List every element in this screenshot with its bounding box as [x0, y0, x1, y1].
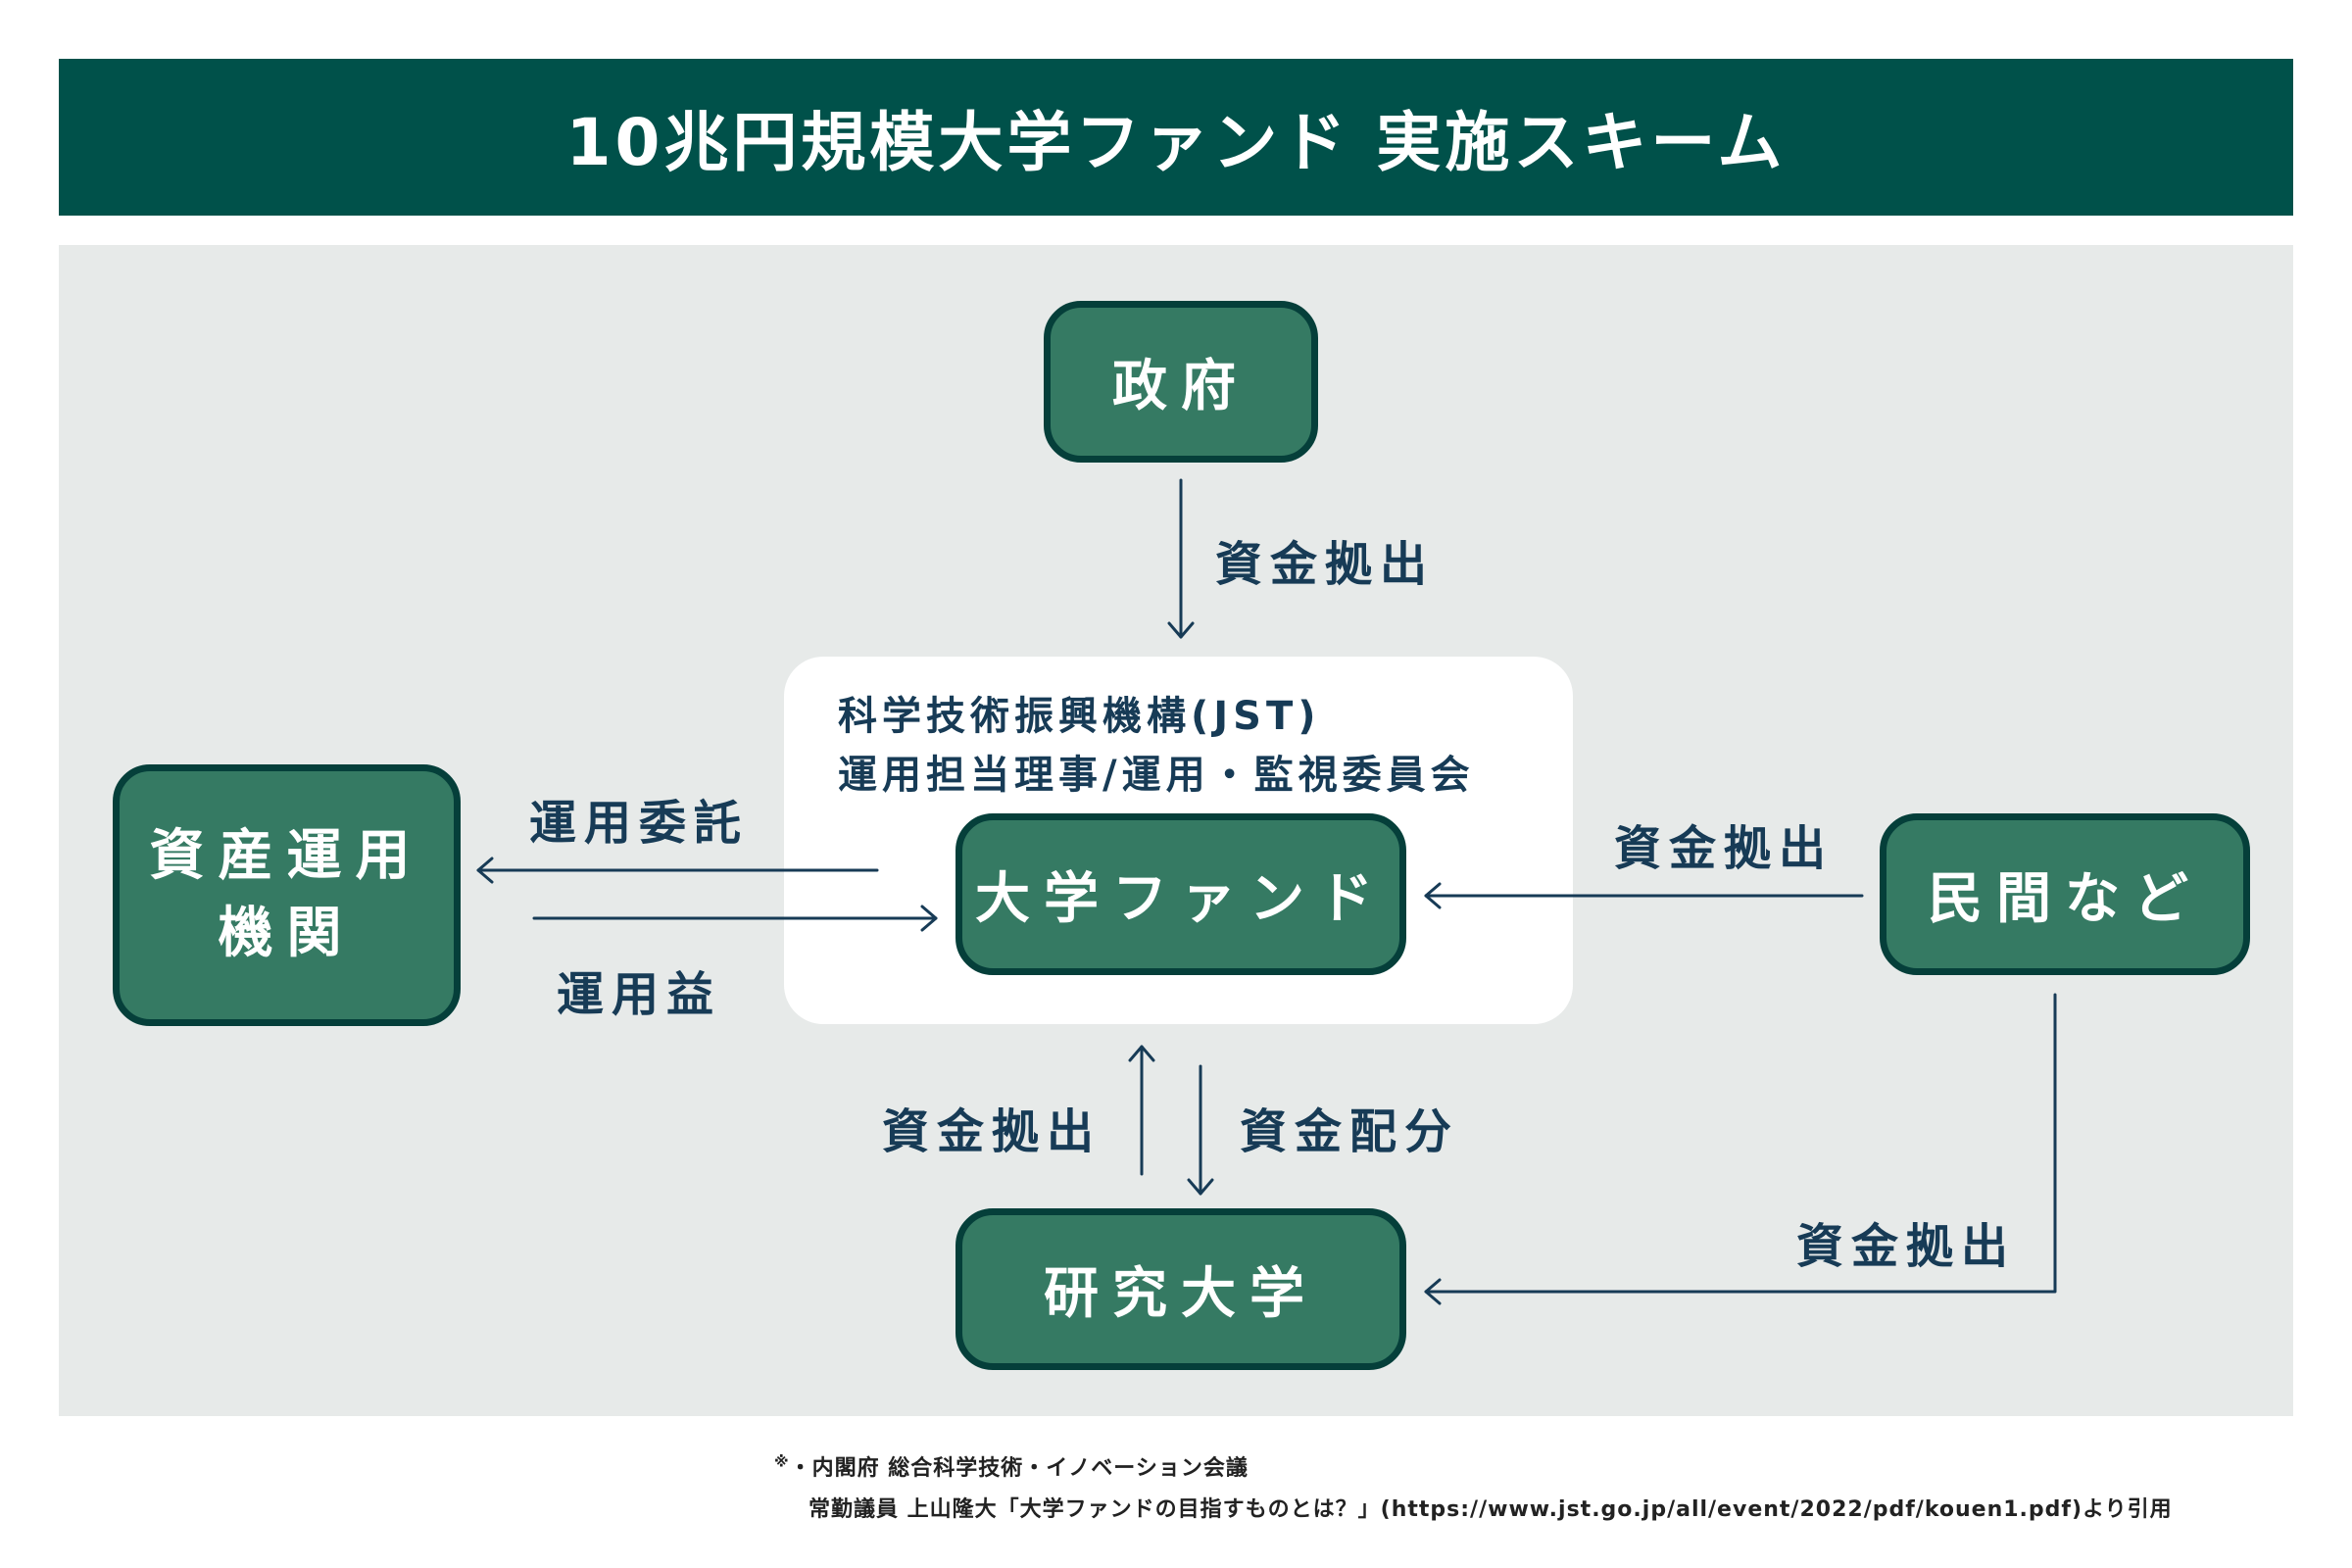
arrow-university-to-fund [1128, 1045, 1155, 1176]
arrow-asset-to-fund [532, 905, 938, 932]
jst-title: 科学技術振興機構(JST) [838, 694, 1321, 739]
footnote-line-2: 常勤議員 上山隆大「大学ファンドの目指すものとは？」(https://www.j… [808, 1497, 2173, 1522]
node-university-fund: 大学ファンド [956, 813, 1406, 975]
label-asset-to-fund: 運用益 [557, 967, 722, 1022]
footnote-line-1: ※・内閣府 総合科学技術・イノベーション会議 [774, 1452, 1249, 1481]
arrow-fund-to-university [1187, 1064, 1214, 1196]
arrow-private-to-fund [1424, 882, 1864, 909]
label-fund-to-university: 資金配分 [1240, 1104, 1460, 1159]
label-university-to-fund: 資金拠出 [882, 1104, 1102, 1159]
page-title: 10兆円規模大学ファンド 実施スキーム [565, 105, 1787, 180]
arrow-fund-to-asset [476, 857, 879, 884]
jst-committee: 運用担当理事/運用・監視委員会 [838, 753, 1475, 798]
label-private-to-fund: 資金拠出 [1614, 821, 1835, 876]
node-research-university: 研究大学 [956, 1208, 1406, 1370]
title-banner: 10兆円規模大学ファンド 実施スキーム [59, 59, 2293, 216]
footnote-mark: ※ [774, 1452, 790, 1471]
arrow-private-to-university [1424, 993, 2057, 1305]
node-asset-management: 資産運用 機関 [113, 764, 461, 1026]
label-gov-to-fund: 資金拠出 [1215, 537, 1436, 592]
node-private-sector: 民間など [1880, 813, 2250, 975]
node-government: 政府 [1044, 301, 1318, 463]
label-fund-to-asset: 運用委託 [529, 796, 750, 851]
arrow-gov-to-fund [1167, 478, 1195, 639]
label-private-to-university: 資金拠出 [1796, 1219, 2017, 1274]
